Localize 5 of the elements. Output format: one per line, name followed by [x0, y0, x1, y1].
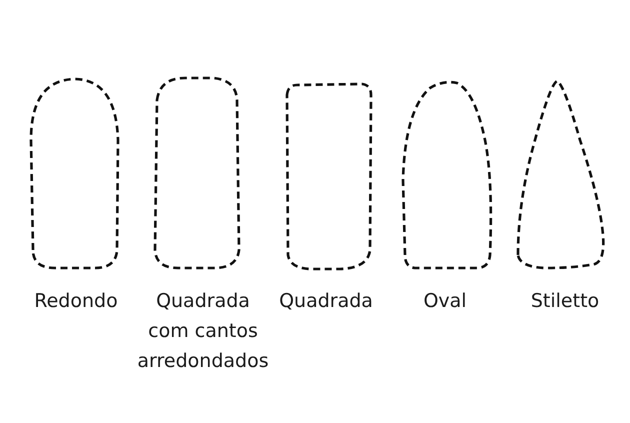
nail-shape-label: Quadrada com cantos arredondados [136, 289, 270, 374]
nail-shape-label: Redondo [34, 289, 118, 314]
nail-shape-label: Oval [423, 289, 467, 314]
nail-shape-label: Stiletto [530, 289, 600, 314]
nail-shape-label: Quadrada [279, 289, 373, 314]
